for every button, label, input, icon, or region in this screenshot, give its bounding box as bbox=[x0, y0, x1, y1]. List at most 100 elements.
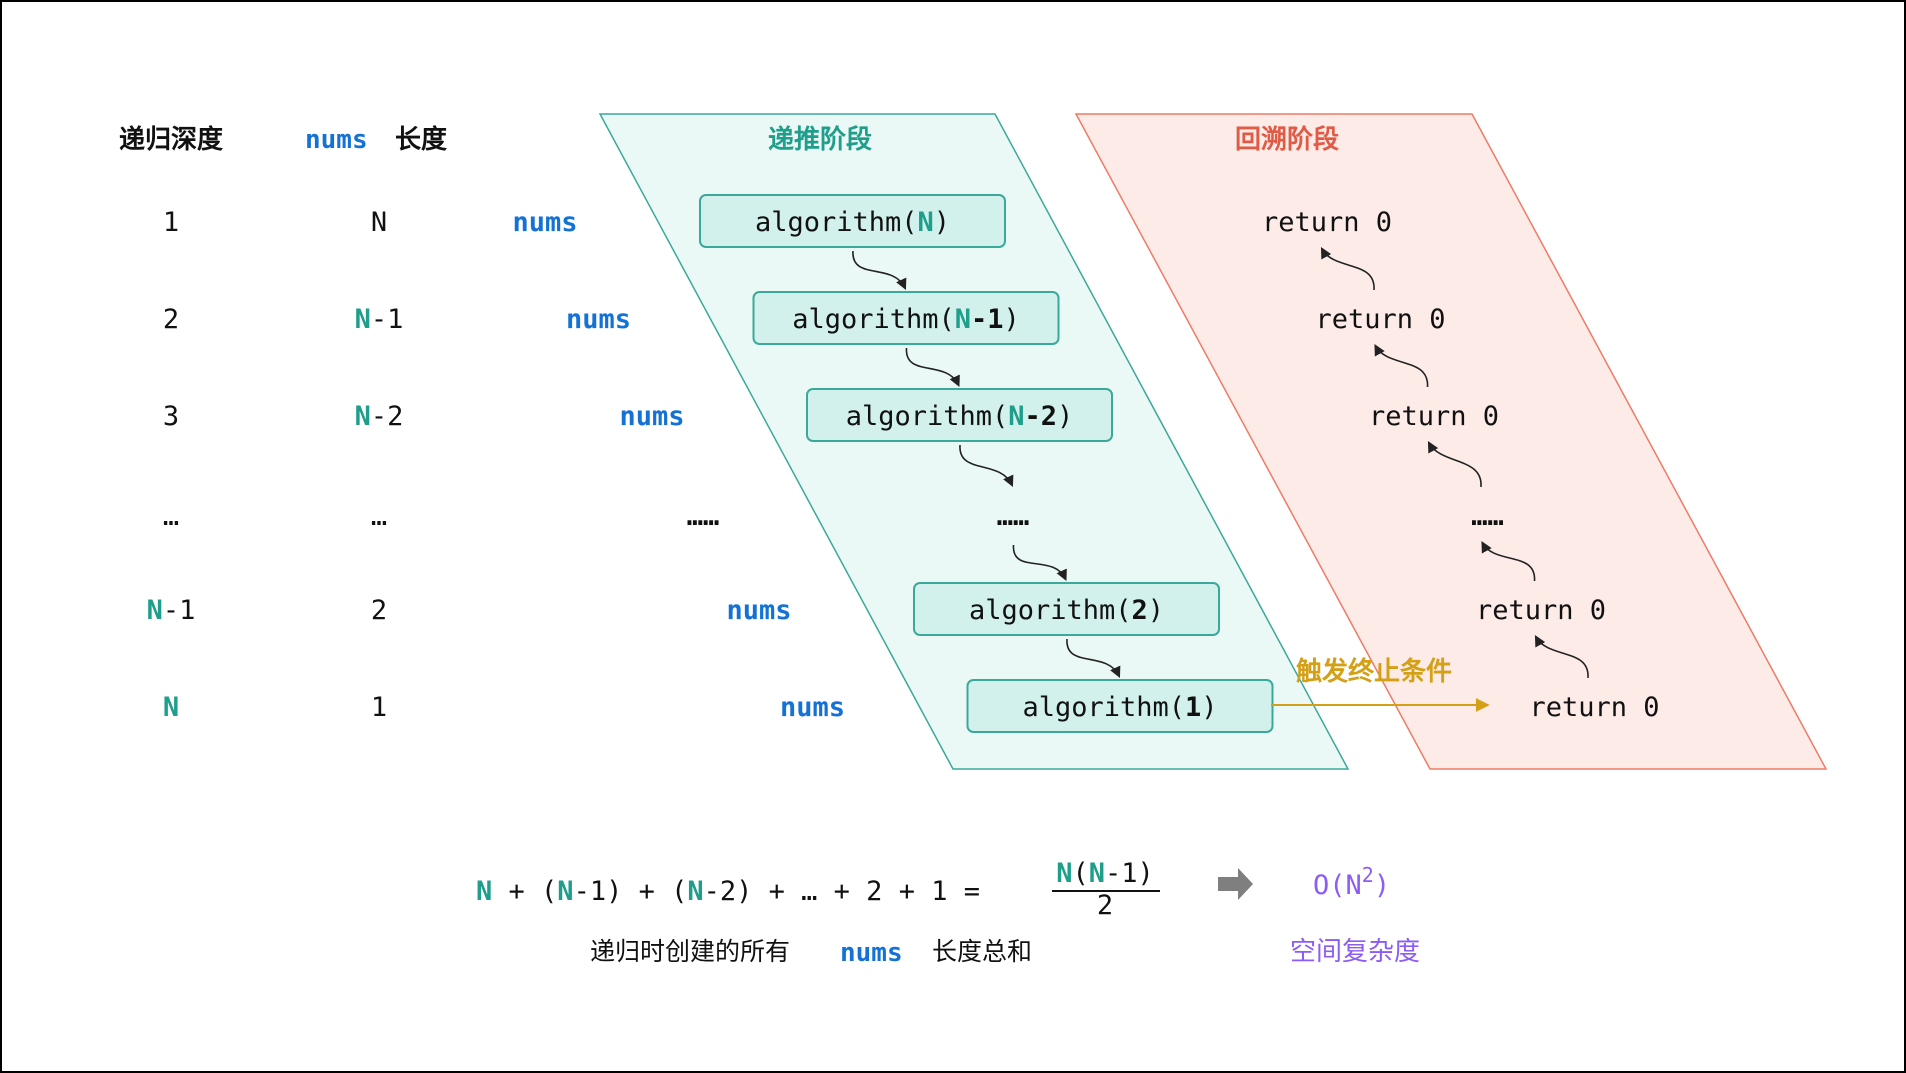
push-arrow bbox=[1066, 638, 1121, 679]
formula-result: O(N2) bbox=[1313, 863, 1390, 901]
nums-label: …… bbox=[687, 501, 720, 532]
return-label: return 0 bbox=[1529, 692, 1659, 723]
depth-prefix: N bbox=[163, 692, 179, 723]
length-cell: N-2 bbox=[355, 401, 404, 432]
depth-cell: 2 bbox=[163, 304, 179, 335]
call-arg-rest: -2 bbox=[1025, 401, 1058, 432]
length-body: 2 bbox=[371, 595, 387, 626]
frac-num-rest: -1) bbox=[1105, 858, 1154, 889]
push-arrow bbox=[959, 444, 1014, 488]
length-prefix: N bbox=[355, 401, 371, 432]
return-label: return 0 bbox=[1476, 595, 1606, 626]
call-text: algorithm(N-2) bbox=[846, 401, 1074, 432]
call-open: algorithm( bbox=[846, 401, 1009, 432]
formula-fraction-numerator: N(N-1) bbox=[1056, 858, 1154, 889]
pop-arrow bbox=[1427, 441, 1482, 488]
implies-arrow-icon bbox=[1218, 868, 1253, 900]
header-length: 长度 bbox=[395, 124, 447, 155]
depth-body: 1 bbox=[163, 207, 179, 238]
length-prefix: N bbox=[355, 304, 371, 335]
caption-left-nums: nums bbox=[840, 938, 903, 968]
call-arg-n: N bbox=[1008, 401, 1024, 432]
call-arg-n: N bbox=[955, 304, 971, 335]
call-open: algorithm( bbox=[792, 304, 955, 335]
push-arrow bbox=[905, 347, 960, 388]
formula-term-n3: N bbox=[687, 876, 703, 907]
length-body: 1 bbox=[371, 692, 387, 723]
caption-left-b: 长度总和 bbox=[932, 937, 1032, 966]
frac-num-n1: N bbox=[1056, 858, 1072, 889]
formula-sum: N + (N-1) + (N-2) + … + 2 + 1 = bbox=[476, 876, 996, 907]
length-body: -1 bbox=[371, 304, 404, 335]
call-open: algorithm( bbox=[969, 595, 1132, 626]
length-cell: … bbox=[371, 501, 387, 532]
call-close: ) bbox=[1057, 401, 1073, 432]
depth-cell: 1 bbox=[163, 207, 179, 238]
caption-left-a: 递归时创建的所有 bbox=[590, 937, 790, 966]
length-cell: N-1 bbox=[355, 304, 404, 335]
depth-body: … bbox=[163, 501, 179, 532]
pop-arrow bbox=[1374, 344, 1429, 388]
push-arrow bbox=[1012, 544, 1067, 582]
result-base: O(N bbox=[1313, 870, 1362, 901]
call-open: algorithm( bbox=[1022, 692, 1185, 723]
result-close: ) bbox=[1374, 870, 1390, 901]
formula-term-sep2: -1) + ( bbox=[574, 876, 688, 907]
nums-label: nums bbox=[566, 304, 631, 335]
call-arg-rest: -1 bbox=[971, 304, 1004, 335]
length-body: -2 bbox=[371, 401, 404, 432]
call-arg: 1 bbox=[1185, 692, 1201, 723]
nums-label: nums bbox=[726, 595, 791, 626]
return-label: return 0 bbox=[1262, 207, 1392, 238]
terminate-label: 触发终止条件 bbox=[1296, 656, 1452, 687]
depth-cell: … bbox=[163, 501, 179, 532]
return-label: return 0 bbox=[1369, 401, 1499, 432]
pop-arrow bbox=[1481, 541, 1536, 582]
call-box bbox=[699, 194, 1006, 248]
formula-term-n2: N bbox=[557, 876, 573, 907]
pop-arrow bbox=[1320, 247, 1375, 291]
call-ellipsis: …… bbox=[997, 501, 1030, 532]
length-cell: 1 bbox=[371, 692, 387, 723]
depth-cell: N bbox=[163, 692, 179, 723]
call-box bbox=[752, 291, 1060, 345]
call-close: ) bbox=[934, 207, 950, 238]
nums-label: nums bbox=[512, 207, 577, 238]
header-nums: nums bbox=[305, 125, 368, 155]
call-text: algorithm(N-1) bbox=[792, 304, 1020, 335]
call-box bbox=[806, 388, 1113, 442]
arrows-layer bbox=[852, 247, 1589, 679]
formula-term-sep1: + ( bbox=[492, 876, 557, 907]
result-exponent: 2 bbox=[1362, 863, 1374, 887]
depth-prefix: N bbox=[147, 595, 163, 626]
call-text: algorithm(1) bbox=[1022, 692, 1217, 723]
length-body: … bbox=[371, 501, 387, 532]
call-text: algorithm(N) bbox=[755, 207, 950, 238]
nums-label: nums bbox=[619, 401, 684, 432]
call-close: ) bbox=[1201, 692, 1217, 723]
length-cell: 2 bbox=[371, 595, 387, 626]
pop-stage-band bbox=[1074, 113, 1828, 770]
return-label: …… bbox=[1471, 501, 1504, 532]
call-close: ) bbox=[1148, 595, 1164, 626]
depth-body: 3 bbox=[163, 401, 179, 432]
frac-num-n2: N bbox=[1089, 858, 1105, 889]
depth-body: 2 bbox=[163, 304, 179, 335]
call-arg: 2 bbox=[1132, 595, 1148, 626]
depth-cell: N-1 bbox=[147, 595, 196, 626]
depth-cell: 3 bbox=[163, 401, 179, 432]
formula-term-n1: N bbox=[476, 876, 492, 907]
header-pop-stage: 回溯阶段 bbox=[1235, 124, 1339, 155]
length-cell: N bbox=[371, 207, 387, 238]
call-text: algorithm(2) bbox=[969, 595, 1164, 626]
return-label: return 0 bbox=[1315, 304, 1445, 335]
formula-fraction-denominator: 2 bbox=[1097, 890, 1113, 921]
header-push-stage: 递推阶段 bbox=[768, 124, 872, 155]
call-open: algorithm( bbox=[755, 207, 918, 238]
depth-body: -1 bbox=[163, 595, 196, 626]
push-arrow bbox=[852, 250, 907, 291]
